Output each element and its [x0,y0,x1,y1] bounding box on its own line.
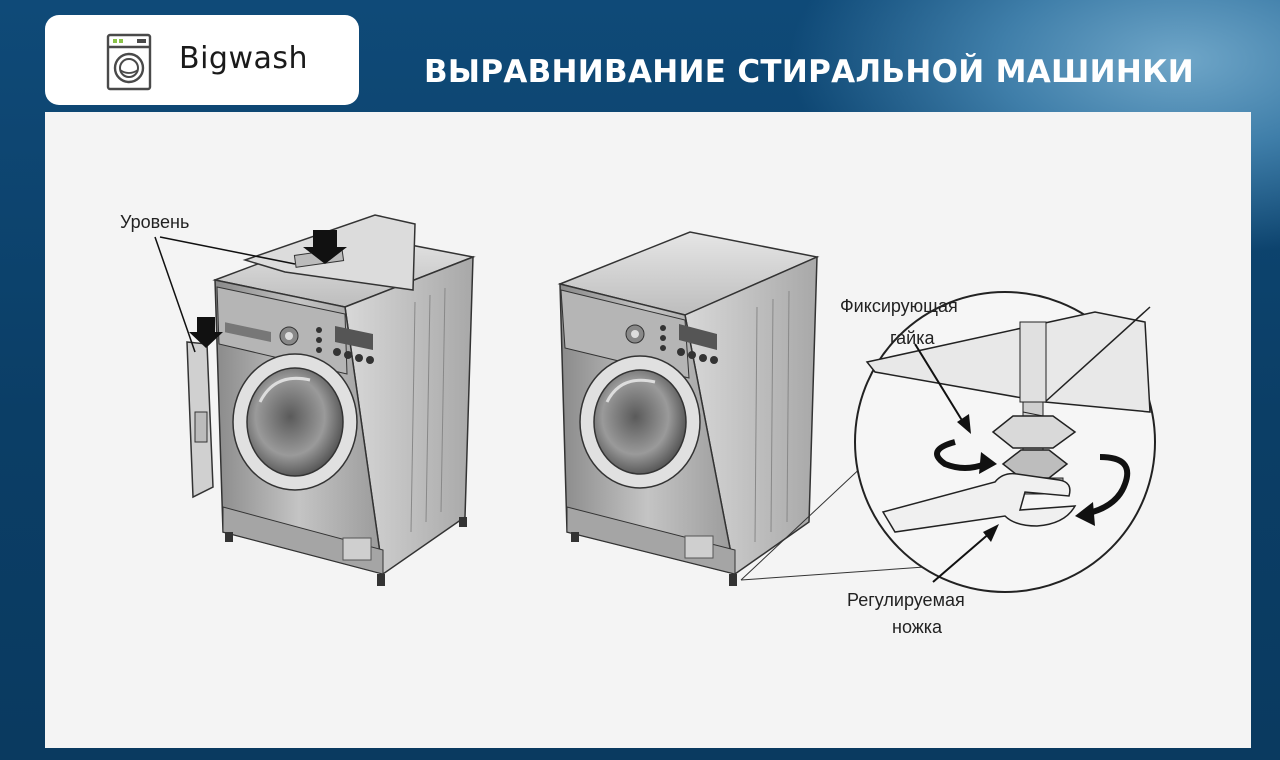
washing-machine-right [557,231,996,586]
label-lock-nut-line2: гайка [890,328,936,348]
foot-detail-zoom [854,291,1156,593]
label-adjustable-foot-line1: Регулируемая [847,590,965,610]
label-lock-nut-line1: Фиксирующая [840,296,958,316]
label-level: Уровень [120,212,189,232]
washing-machine-icon [106,33,152,91]
leveling-diagram: Уровень [120,212,1156,637]
leveling-illustration: Уровень [45,112,1251,748]
page-title: ВЫРАВНИВАНИЕ СТИРАЛЬНОЙ МАШИНКИ [423,54,1194,90]
brand-name: Bigwash [179,41,309,76]
logo-card[interactable]: Bigwash [45,15,359,105]
washing-machine-left [154,214,476,586]
label-adjustable-foot-line2: ножка [892,617,943,637]
